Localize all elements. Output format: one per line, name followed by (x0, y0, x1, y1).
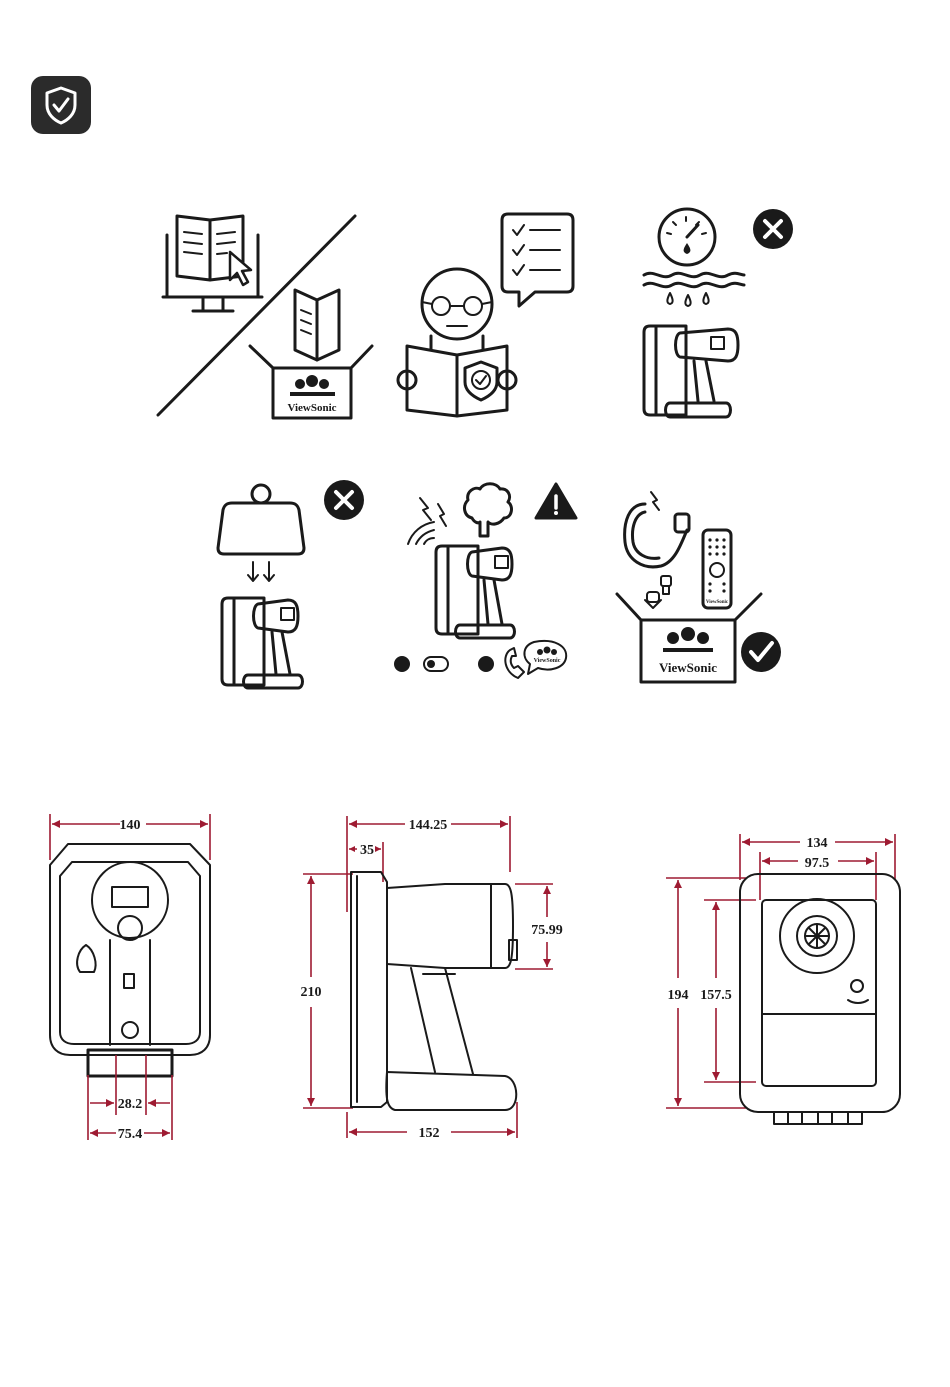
svg-text:157.5: 157.5 (700, 988, 732, 1003)
svg-text:ViewSonic: ViewSonic (659, 660, 717, 675)
projector-icon (222, 598, 303, 688)
svg-text:210: 210 (301, 985, 322, 1000)
adapter-icon (645, 576, 671, 608)
projector-icon (436, 546, 515, 638)
side-view-drawing: 144.25 35 210 75.99 152 (295, 812, 565, 1147)
follow-instructions-panel (395, 210, 580, 420)
person-reading-icon (398, 269, 516, 416)
projector-icon (644, 326, 738, 417)
box-icon: ViewSonic (250, 290, 372, 418)
svg-text:ViewSonic: ViewSonic (706, 600, 729, 605)
svg-text:194: 194 (668, 988, 689, 1003)
monitor-book-icon (163, 216, 262, 311)
back-view-drawing: 134 97.5 194 157.5 (660, 828, 910, 1128)
svg-text:97.5: 97.5 (805, 856, 830, 871)
svg-text:134: 134 (807, 836, 828, 851)
no-heavy-objects-panel (218, 480, 368, 690)
prohibited-icon (324, 480, 364, 520)
front-width-label: 140 (120, 818, 141, 833)
power-off-icon (394, 656, 448, 672)
down-arrows-icon (248, 562, 274, 581)
approved-icon (741, 632, 781, 672)
smoke-icon (465, 484, 512, 536)
svg-text:28.2: 28.2 (118, 1097, 143, 1112)
abnormal-operation-panel: ViewSonic (392, 478, 582, 688)
front-view-drawing: 140 28.2 75.4 (40, 810, 230, 1150)
svg-text:75.4: 75.4 (118, 1127, 143, 1142)
shield-check-icon (31, 76, 91, 134)
checklist-icon (502, 214, 573, 306)
warning-icon (536, 484, 576, 518)
hygrometer-icon (659, 209, 715, 265)
svg-text:ViewSonic: ViewSonic (534, 658, 561, 664)
power-cable-icon (625, 492, 689, 567)
sparks-icon (408, 498, 446, 544)
box-icon: ViewSonic (617, 594, 761, 682)
svg-text:152: 152 (419, 1126, 440, 1141)
prohibited-icon (753, 209, 793, 249)
weight-icon (218, 485, 304, 554)
accessories-panel: ViewSonic ViewSonic (615, 482, 790, 687)
svg-text:75.99: 75.99 (531, 923, 563, 938)
water-drops-icon (644, 273, 744, 306)
svg-text:35: 35 (360, 843, 374, 858)
remote-control-icon: ViewSonic (703, 530, 731, 608)
brand-label: ViewSonic (287, 402, 336, 414)
svg-text:144.25: 144.25 (409, 818, 448, 833)
no-moisture-panel (640, 205, 795, 423)
contact-support-icon: ViewSonic (478, 641, 566, 678)
read-manual-panel: ViewSonic (155, 210, 385, 425)
